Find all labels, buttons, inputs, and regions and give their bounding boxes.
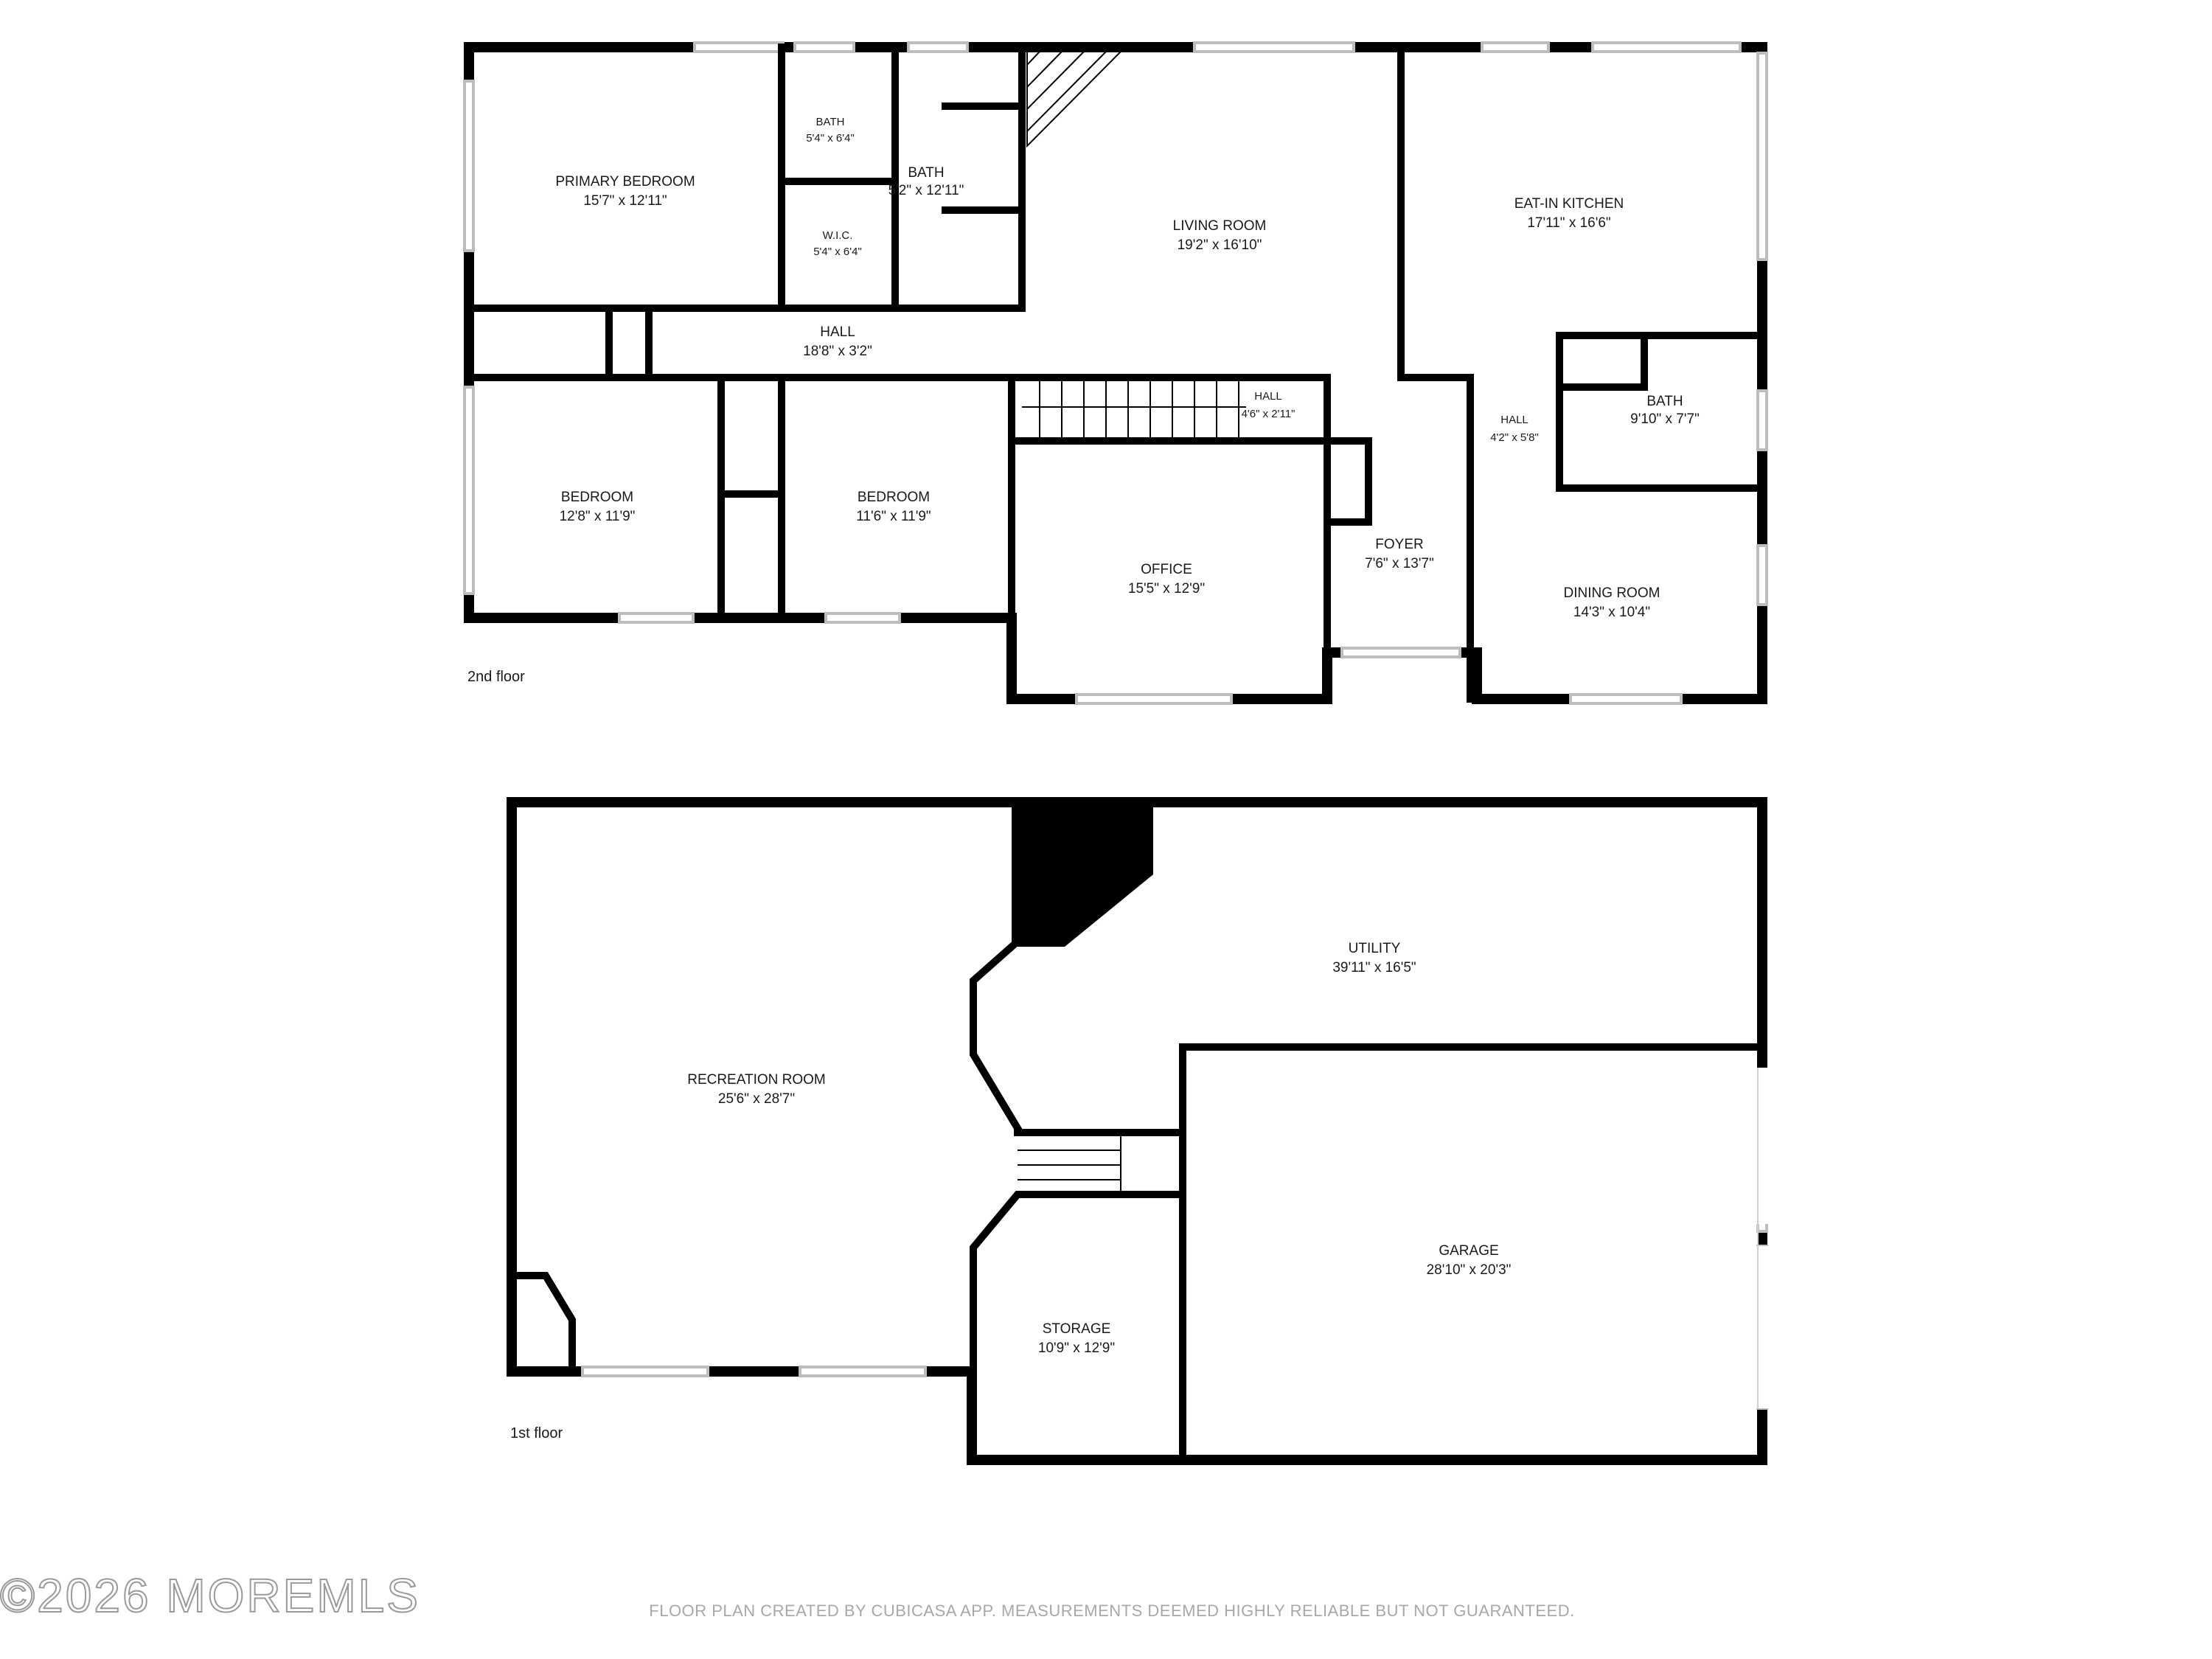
- room-name: LIVING ROOM: [1173, 218, 1267, 234]
- room-name: BEDROOM: [858, 490, 930, 505]
- room-label-bath-upper-1: BATH 5'4" x 6'4": [806, 116, 855, 145]
- room-dimensions: 5'4" x 6'4": [806, 132, 855, 145]
- room-name: BATH: [1646, 394, 1683, 409]
- watermark-logo: ©2026 MOREMLS: [0, 1569, 420, 1622]
- room-label-hall-east: HALL 4'2" x 5'8": [1490, 414, 1539, 444]
- room-dimensions: 18'8" x 3'2": [803, 344, 872, 359]
- floor-label-first: 1st floor: [510, 1425, 563, 1441]
- floor-label-second: 2nd floor: [467, 669, 525, 685]
- room-dimensions: 15'7" x 12'11": [583, 193, 667, 209]
- room-dimensions: 4'6" x 2'11": [1242, 408, 1295, 420]
- room-dimensions: 11'6" x 11'9": [856, 509, 931, 524]
- room-label-primary-bedroom: PRIMARY BEDROOM 15'7" x 12'11": [555, 174, 695, 209]
- room-name: STORAGE: [1043, 1321, 1111, 1337]
- room-label-storage: STORAGE 10'9" x 12'9": [1038, 1321, 1115, 1356]
- room-name: FOYER: [1375, 537, 1423, 552]
- room-name: W.I.C.: [823, 229, 853, 242]
- room-dimensions: 5'4" x 6'4": [813, 246, 862, 258]
- room-label-recreation-room: RECREATION ROOM 25'6" x 28'7": [687, 1072, 826, 1107]
- room-name: BATH: [816, 116, 845, 128]
- room-name: PRIMARY BEDROOM: [555, 174, 695, 189]
- room-label-bedroom-2: BEDROOM 11'6" x 11'9": [856, 490, 931, 524]
- room-dimensions: 25'6" x 28'7": [718, 1091, 795, 1107]
- chimney-block: [1012, 807, 1153, 947]
- room-name: EAT-IN KITCHEN: [1514, 196, 1624, 212]
- room-dimensions: 5'2" x 12'11": [888, 183, 964, 198]
- room-label-dining-room: DINING ROOM 14'3" x 10'4": [1564, 585, 1660, 620]
- room-name: HALL: [1254, 390, 1282, 403]
- fireplace-upper: [1026, 51, 1123, 148]
- room-name: OFFICE: [1141, 562, 1192, 577]
- room-dimensions: 7'6" x 13'7": [1365, 556, 1434, 571]
- room-label-utility: UTILITY 39'11" x 16'5": [1332, 941, 1416, 975]
- room-dimensions: 12'8" x 11'9": [560, 509, 636, 524]
- room-label-wic: W.I.C. 5'4" x 6'4": [813, 229, 862, 258]
- room-name: UTILITY: [1349, 941, 1401, 956]
- room-dimensions: 9'10" x 7'7": [1630, 411, 1700, 427]
- room-name: GARAGE: [1439, 1243, 1498, 1259]
- room-label-foyer: FOYER 7'6" x 13'7": [1365, 537, 1434, 571]
- room-dimensions: 10'9" x 12'9": [1038, 1340, 1115, 1356]
- room-name: BEDROOM: [561, 490, 633, 505]
- stairs-lower: [1018, 1133, 1121, 1194]
- room-label-living-room: LIVING ROOM 19'2" x 16'10": [1173, 218, 1267, 253]
- room-name: HALL: [820, 324, 855, 340]
- first-floor-plan: [507, 797, 1769, 1465]
- room-label-bath-east: BATH 9'10" x 7'7": [1630, 394, 1700, 427]
- room-label-hall-stairs: HALL 4'6" x 2'11": [1242, 390, 1295, 420]
- room-dimensions: 39'11" x 16'5": [1332, 960, 1416, 975]
- room-dimensions: 19'2" x 16'10": [1178, 237, 1262, 253]
- stairs-upper: [1022, 378, 1246, 441]
- room-dimensions: 14'3" x 10'4": [1573, 605, 1650, 620]
- room-name: BATH: [908, 165, 944, 181]
- room-label-garage: GARAGE 28'10" x 20'3": [1427, 1243, 1512, 1278]
- room-name: HALL: [1500, 414, 1528, 426]
- room-label-hall-main: HALL 18'8" x 3'2": [803, 324, 872, 359]
- room-dimensions: 4'2" x 5'8": [1490, 431, 1539, 444]
- room-dimensions: 15'5" x 12'9": [1128, 581, 1205, 597]
- disclaimer-text: FLOOR PLAN CREATED BY CUBICASA APP. MEAS…: [649, 1601, 1574, 1620]
- room-dimensions: 17'11" x 16'6": [1527, 215, 1610, 231]
- room-name: DINING ROOM: [1564, 585, 1660, 601]
- room-label-office: OFFICE 15'5" x 12'9": [1128, 562, 1205, 597]
- room-dimensions: 28'10" x 20'3": [1427, 1262, 1512, 1278]
- room-label-bath-upper-2: BATH 5'2" x 12'11": [888, 165, 964, 198]
- second-floor-plan: [463, 41, 1768, 705]
- room-label-eat-in-kitchen: EAT-IN KITCHEN 17'11" x 16'6": [1514, 196, 1624, 231]
- room-name: RECREATION ROOM: [687, 1072, 826, 1088]
- room-label-bedroom-1: BEDROOM 12'8" x 11'9": [560, 490, 636, 524]
